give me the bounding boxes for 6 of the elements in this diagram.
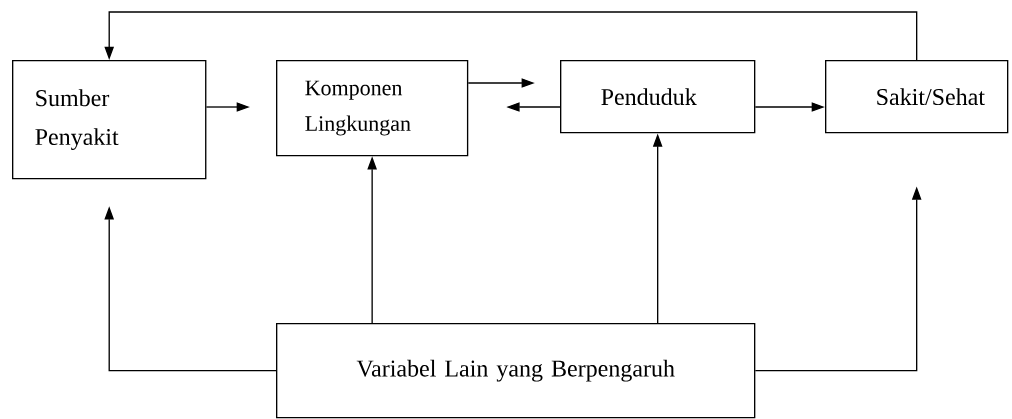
process-box: Penduduk <box>560 60 756 134</box>
process-box: Komponen Lingkungan <box>276 60 469 157</box>
process-box: Sakit/Sehat <box>825 60 1009 134</box>
arrow <box>104 11 918 61</box>
process-box: Variabel Lain yang Berpengaruh <box>276 323 756 419</box>
process-box: Sumber Penyakit <box>12 60 207 180</box>
